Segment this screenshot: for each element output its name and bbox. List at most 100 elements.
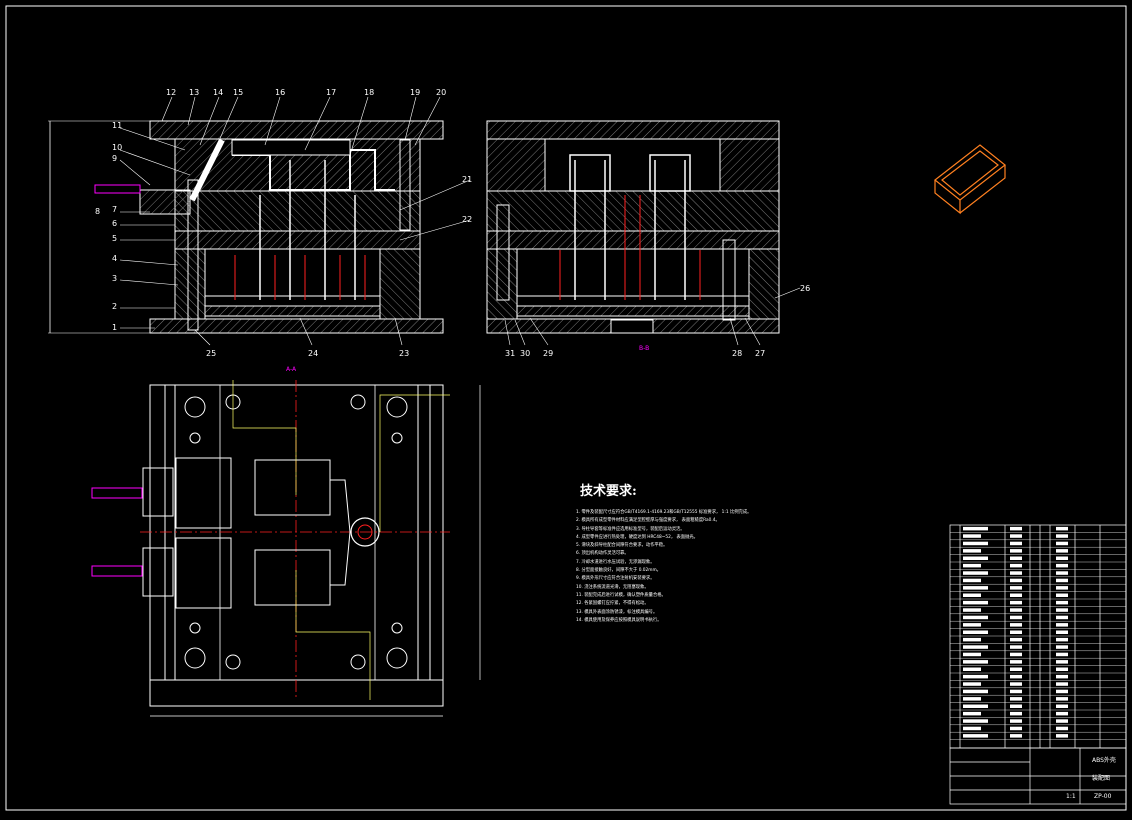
bom-cell-text bbox=[963, 534, 981, 538]
callout-22: 22 bbox=[462, 215, 472, 224]
bom-cell-text bbox=[963, 652, 981, 657]
tech-requirements-list: 1. 零件及装配尺寸应符合GB/T4169.1-4169.23和GB/T1255… bbox=[576, 509, 876, 625]
bom-cell-text bbox=[1010, 593, 1022, 597]
bom-cell-text bbox=[1010, 608, 1022, 612]
callout-24: 24 bbox=[308, 349, 318, 358]
tech-requirement-line: 13. 模具外表面涂防锈漆，标注模具编号。 bbox=[576, 609, 658, 615]
bom-cell-text bbox=[963, 600, 988, 605]
callout-26: 26 bbox=[800, 284, 810, 293]
title-block-text: ABS外壳 装配图 ZP-00 1:1 bbox=[1066, 756, 1116, 800]
callout-16: 16 bbox=[275, 88, 285, 97]
callout-25: 25 bbox=[206, 349, 216, 358]
bom-cell-text bbox=[1056, 689, 1068, 694]
tech-requirement-line: 6. 顶出机构动作灵活可靠。 bbox=[576, 551, 629, 557]
bom-cell-text bbox=[963, 734, 988, 738]
bom-cell-text bbox=[963, 526, 988, 531]
bom-cell-text bbox=[1056, 704, 1068, 708]
bom-cell-text bbox=[1010, 711, 1022, 716]
callout-19: 19 bbox=[410, 88, 420, 97]
bom-cell-text bbox=[1056, 578, 1068, 583]
bom-cell-text bbox=[1056, 652, 1068, 657]
callout-14: 14 bbox=[213, 88, 223, 97]
callout-27: 27 bbox=[755, 349, 765, 358]
callout-11: 11 bbox=[112, 121, 122, 130]
bom-cell-text bbox=[1010, 578, 1022, 583]
title-scale: 1:1 bbox=[1066, 793, 1076, 800]
bom-cell-text bbox=[1010, 630, 1022, 634]
bom-cell-text bbox=[1056, 697, 1068, 701]
product-isometric bbox=[934, 144, 1006, 215]
bom-cell-text bbox=[1010, 645, 1022, 649]
tech-requirement-line: 4. 成型零件应进行热处理，硬度达到 HRC48~52， 表面抛光。 bbox=[576, 534, 698, 540]
bom-cell-text bbox=[1010, 652, 1022, 657]
tech-requirement-line: 10. 浇注系统流道光滑，无阻塞现象。 bbox=[576, 584, 649, 590]
bom-cell-text bbox=[1056, 630, 1068, 634]
bom-cell-text bbox=[963, 615, 988, 620]
callout-31: 31 bbox=[505, 349, 515, 358]
bom-cell-text bbox=[963, 549, 981, 553]
bom-cell-text bbox=[963, 630, 988, 634]
bom-cell-text bbox=[1010, 615, 1022, 620]
callout-29: 29 bbox=[543, 349, 553, 358]
bom-cell-text bbox=[1010, 719, 1022, 723]
tech-requirement-line: 11. 装配完成后进行试模，确认塑件质量合格。 bbox=[576, 592, 666, 598]
callout-21: 21 bbox=[462, 175, 472, 184]
tech-requirement-line: 1. 零件及装配尺寸应符合GB/T4169.1-4169.23和GB/T1255… bbox=[576, 510, 752, 515]
callout-17: 17 bbox=[326, 88, 336, 97]
callout-9: 9 bbox=[112, 154, 117, 163]
callout-6: 6 bbox=[112, 219, 117, 228]
bom-cell-text bbox=[1056, 571, 1068, 575]
callout-5: 5 bbox=[112, 234, 117, 243]
callout-1: 1 bbox=[112, 323, 117, 332]
bom-cell-text bbox=[1056, 682, 1068, 686]
bom-cell-text bbox=[963, 571, 988, 575]
bom-cell-text bbox=[963, 541, 988, 546]
bom-cell-text bbox=[1056, 541, 1068, 546]
callout-18: 18 bbox=[364, 88, 374, 97]
bom-cell-text bbox=[963, 719, 988, 723]
bom-cell-text bbox=[1010, 726, 1022, 731]
bom-cell-text bbox=[1056, 734, 1068, 738]
bom-cell-text bbox=[1056, 674, 1068, 679]
side-section-view bbox=[486, 120, 801, 346]
bom-cell-text bbox=[1056, 645, 1068, 649]
bom-cell-text bbox=[1010, 600, 1022, 605]
bom-cell-text bbox=[1056, 549, 1068, 553]
bom-cell-text bbox=[1010, 734, 1022, 738]
bom-cell-text bbox=[963, 711, 981, 716]
bom-cell-text bbox=[963, 637, 981, 642]
callout-8: 8 bbox=[95, 207, 100, 216]
bom-cell-text bbox=[1056, 600, 1068, 605]
bom-cell-text bbox=[1056, 615, 1068, 620]
callout-7: 7 bbox=[112, 205, 117, 214]
bom-cell-text bbox=[1010, 660, 1022, 664]
section-label-b: B-B bbox=[639, 345, 649, 352]
bom-rows bbox=[950, 526, 1126, 740]
bom-cell-text bbox=[963, 697, 981, 701]
bom-cell-text bbox=[1010, 689, 1022, 694]
bom-cell-text bbox=[1010, 571, 1022, 575]
bom-cell-text bbox=[963, 623, 981, 627]
callout-labels-left: 12 13 14 15 16 17 18 19 20 11 10 9 8 7 6… bbox=[95, 88, 472, 358]
bom-cell-text bbox=[1010, 549, 1022, 553]
bom-cell-text bbox=[963, 586, 988, 590]
callout-10: 10 bbox=[112, 143, 122, 152]
main-section-view bbox=[48, 96, 471, 346]
bom-cell-text bbox=[963, 689, 988, 694]
callout-28: 28 bbox=[732, 349, 742, 358]
title-type: 装配图 bbox=[1092, 774, 1110, 782]
bom-cell-text bbox=[1056, 526, 1068, 531]
bom-cell-text bbox=[1010, 623, 1022, 627]
bom-cell-text bbox=[1056, 719, 1068, 723]
bom-cell-text bbox=[1056, 593, 1068, 597]
tech-requirement-line: 8. 分型面接触良好，间隙不大于 0.02mm。 bbox=[576, 568, 661, 574]
bom-cell-text bbox=[1010, 682, 1022, 686]
bom-cell-text bbox=[1056, 586, 1068, 590]
bom-cell-text bbox=[963, 682, 981, 686]
bom-cell-text bbox=[1010, 586, 1022, 590]
bom-cell-text bbox=[1010, 526, 1022, 531]
bom-cell-text bbox=[1056, 637, 1068, 642]
callout-labels-right: 26 31 30 29 28 27 A-A B-B bbox=[286, 284, 810, 373]
bom-cell-text bbox=[1010, 637, 1022, 642]
